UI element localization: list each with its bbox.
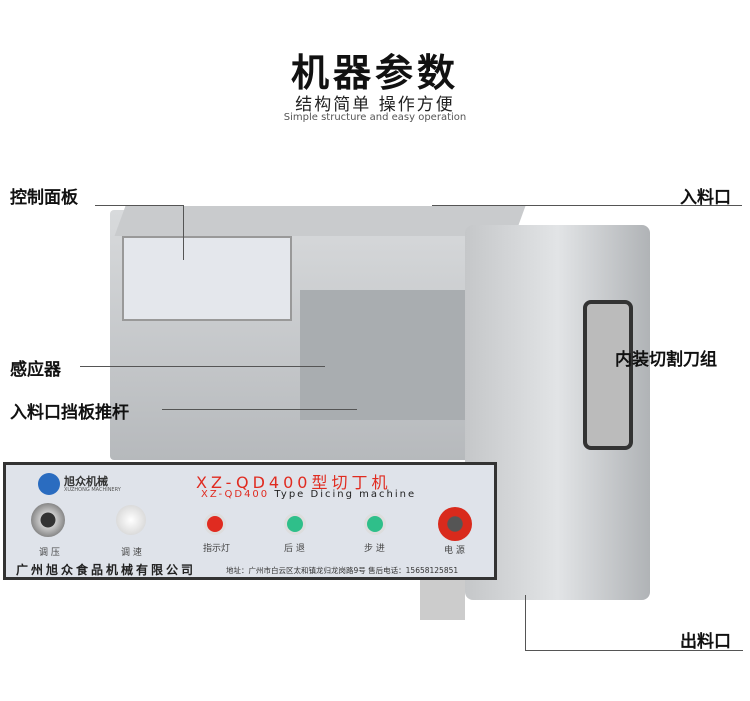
callout-line	[525, 650, 743, 651]
callout-feed-push-rod: 入料口挡板推杆	[10, 403, 129, 423]
callout-line	[162, 409, 357, 410]
callout-line	[432, 205, 742, 206]
page-title: 机器参数	[290, 51, 459, 95]
pressure-knob[interactable]	[31, 503, 65, 537]
callout-line	[183, 205, 184, 260]
indicator-label: 指示灯	[203, 544, 231, 554]
machine-top	[114, 206, 526, 236]
company-name: 广州旭众食品机械有限公司	[16, 563, 197, 577]
speed-knob[interactable]	[116, 505, 146, 535]
control-panel: 旭众机械 XUZHONG MACHINERY XZ-QD400型切丁机 XZ-Q…	[3, 462, 497, 580]
model-en-prefix: XZ-QD400	[201, 489, 270, 500]
model-title: XZ-QD400型切丁机	[196, 473, 392, 492]
power-button[interactable]	[438, 507, 472, 541]
callout-sensor: 感应器	[10, 360, 61, 380]
subtitle: 结构简单 操作方便	[295, 95, 455, 115]
machine-front-panel	[122, 236, 292, 321]
feed-area	[300, 290, 465, 420]
callout-outlet: 出料口	[680, 632, 731, 652]
subtitle-en: Simple structure and easy operation	[283, 112, 467, 123]
callout-inlet: 入料口	[680, 188, 731, 208]
step-button[interactable]	[364, 513, 386, 535]
pressure-knob-label: 调 压	[39, 548, 60, 558]
brand-name: 旭众机械	[64, 475, 108, 488]
callout-control-panel: 控制面板	[10, 188, 78, 208]
reverse-label: 后 退	[284, 544, 305, 554]
callout-blade-group: 内装切割刀组	[615, 350, 717, 370]
company-address: 地址：广州市白云区太和镇龙归龙岗路9号 售后电话：15658125851	[226, 566, 459, 575]
callout-line	[95, 205, 183, 206]
brand-logo-icon	[38, 473, 60, 495]
reverse-button[interactable]	[284, 513, 306, 535]
brand-name-en: XUZHONG MACHINERY	[64, 487, 121, 493]
callout-line	[80, 366, 325, 367]
window	[583, 300, 633, 450]
callout-line	[525, 595, 526, 650]
model-en: Type Dicing machine	[274, 489, 417, 500]
step-label: 步 进	[364, 544, 385, 554]
indicator-light	[204, 513, 226, 535]
power-label: 电 源	[444, 546, 465, 556]
speed-knob-label: 调 速	[121, 548, 142, 558]
